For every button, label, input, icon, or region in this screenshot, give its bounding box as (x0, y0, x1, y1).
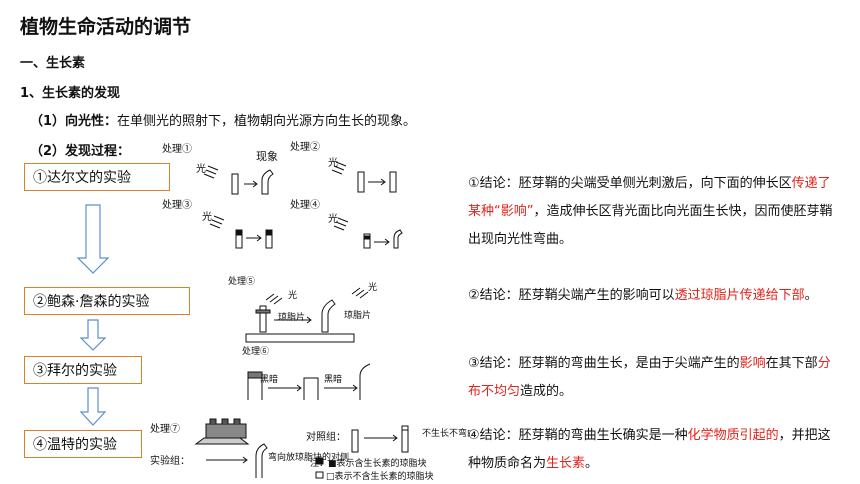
experiment-box-went: ④温特的实验 (24, 430, 142, 458)
conclusion-text: ④结论：胚芽鞘的弯曲生长确实是一种 (468, 428, 688, 443)
treatment-label-1: 处理① (162, 143, 192, 155)
light-label: 光 (202, 210, 212, 223)
conclusion-text: ①结论：胚芽鞘的尖端受单侧光刺激后，向下面的伸长区 (468, 176, 792, 191)
highlight-text: 分布不均匀 (468, 356, 831, 399)
flow-arrow (76, 204, 110, 274)
experiment-box-darwin: ①达尔文的实验 (24, 163, 170, 191)
agar-block (205, 423, 247, 439)
legend-note-2: □表示不含生长素的琼脂块 (326, 470, 434, 482)
conclusion-text: 。 (585, 456, 599, 471)
coleoptile (359, 363, 371, 400)
light-label: 光 (196, 162, 206, 175)
highlight-text: 化学物质引起的 (687, 428, 779, 443)
light-label: 光 (328, 212, 338, 225)
conclusion-text: ②结论：胚芽鞘尖端产生的影响可以 (468, 288, 675, 303)
no-growth-note: 不生长不弯曲 (422, 427, 470, 439)
coleoptile (231, 173, 239, 195)
experiment-box-paal: ③拜尔的实验 (24, 356, 142, 384)
conclusion-text: 造成的。 (520, 384, 573, 399)
coleoptile (351, 429, 359, 453)
coleoptile (261, 169, 274, 195)
treatment-label-2: 处理② (290, 141, 320, 153)
light-label: 光 (368, 281, 377, 293)
term-label: （1）向光性： (30, 114, 118, 129)
experiment-diagrams: 处理① 现象 光 处理② 光 处理③ 光 处理④ 光 处理⑤ 光 光 琼脂片 琼… (150, 141, 470, 482)
coleoptile (393, 229, 403, 249)
highlight-text: 生长素 (546, 456, 586, 471)
bend-note: 弯向放琼脂块的对侧 (268, 451, 349, 463)
experimental-group-label: 实验组： (150, 454, 190, 467)
flow-arrow (79, 387, 107, 426)
dark-label: 黑暗 (260, 373, 278, 385)
coleoptile (259, 305, 267, 333)
conclusion-3: ③结论：胚芽鞘的弯曲生长，是由于尖端产生的影响在其下部分布不均匀造成的。 (468, 350, 838, 406)
page-title: 植物生命活动的调节 (20, 16, 192, 38)
highlight-text: 透过琼脂片传递给下部 (674, 288, 805, 303)
coleoptile (321, 299, 336, 333)
discovery-heading: （2）发现过程： (30, 144, 131, 159)
section-heading: 一、生长素 (20, 56, 86, 71)
light-label: 光 (328, 156, 338, 169)
conclusion-2: ②结论：胚芽鞘尖端产生的影响可以透过琼脂片传递给下部。 (468, 282, 838, 310)
flow-arrows (76, 204, 110, 426)
dark-label: 黑暗 (324, 373, 342, 385)
experiment-box-boysen-jensen: ②鲍森·詹森的实验 (24, 287, 190, 315)
agar-label: 琼脂片 (278, 311, 305, 323)
coleoptile (401, 429, 409, 453)
conclusion-text: ③结论：胚芽鞘的弯曲生长，是由于尖端产生的 (468, 356, 740, 371)
phenomenon-label: 现象 (256, 150, 278, 163)
highlight-text: 传递了某种“影响” (468, 176, 831, 219)
light-label: 光 (288, 289, 297, 301)
conclusion-text: ，造成伸长区背光面比向光面生长快，因而使胚芽鞘出现向光性弯曲。 (468, 204, 833, 247)
legend-note-1: 注：■表示含生长素的琼脂块 (310, 457, 427, 469)
conclusion-4: ④结论：胚芽鞘的弯曲生长确实是一种化学物质引起的，并把这种物质命名为生长素。 (468, 422, 838, 478)
flow-arrow (79, 319, 107, 351)
highlight-text: 影响 (739, 356, 766, 371)
treatment-label-4: 处理④ (290, 199, 320, 211)
conclusion-1: ①结论：胚芽鞘的尖端受单侧光刺激后，向下面的伸长区传递了某种“影响”，造成伸长区… (468, 170, 838, 254)
conclusion-text: 。 (804, 288, 818, 303)
subsection-heading: 1、生长素的发现 (20, 86, 121, 101)
conclusion-text: ，并把这种物质命名为 (468, 428, 831, 471)
coleoptile (389, 171, 397, 193)
definition-text: 在单侧光的照射下，植物朝向光源方向生长的现象。 (117, 114, 417, 129)
treatment-label-5: 处理⑤ (228, 275, 255, 287)
treatment-label-3: 处理③ (162, 199, 192, 211)
treatment-label-6: 处理⑥ (242, 345, 269, 357)
coleoptile (363, 233, 371, 249)
agar-label: 琼脂片 (344, 309, 371, 321)
coleoptile (357, 171, 365, 193)
coleoptile (303, 377, 319, 400)
coleoptile (255, 443, 268, 478)
treatment-label-7: 处理⑦ (150, 423, 180, 435)
control-group-label: 对照组： (306, 430, 346, 443)
phototropism-definition: （1）向光性：在单侧光的照射下，植物朝向光源方向生长的现象。 (30, 110, 416, 129)
conclusion-text: 在其下部 (765, 356, 818, 371)
